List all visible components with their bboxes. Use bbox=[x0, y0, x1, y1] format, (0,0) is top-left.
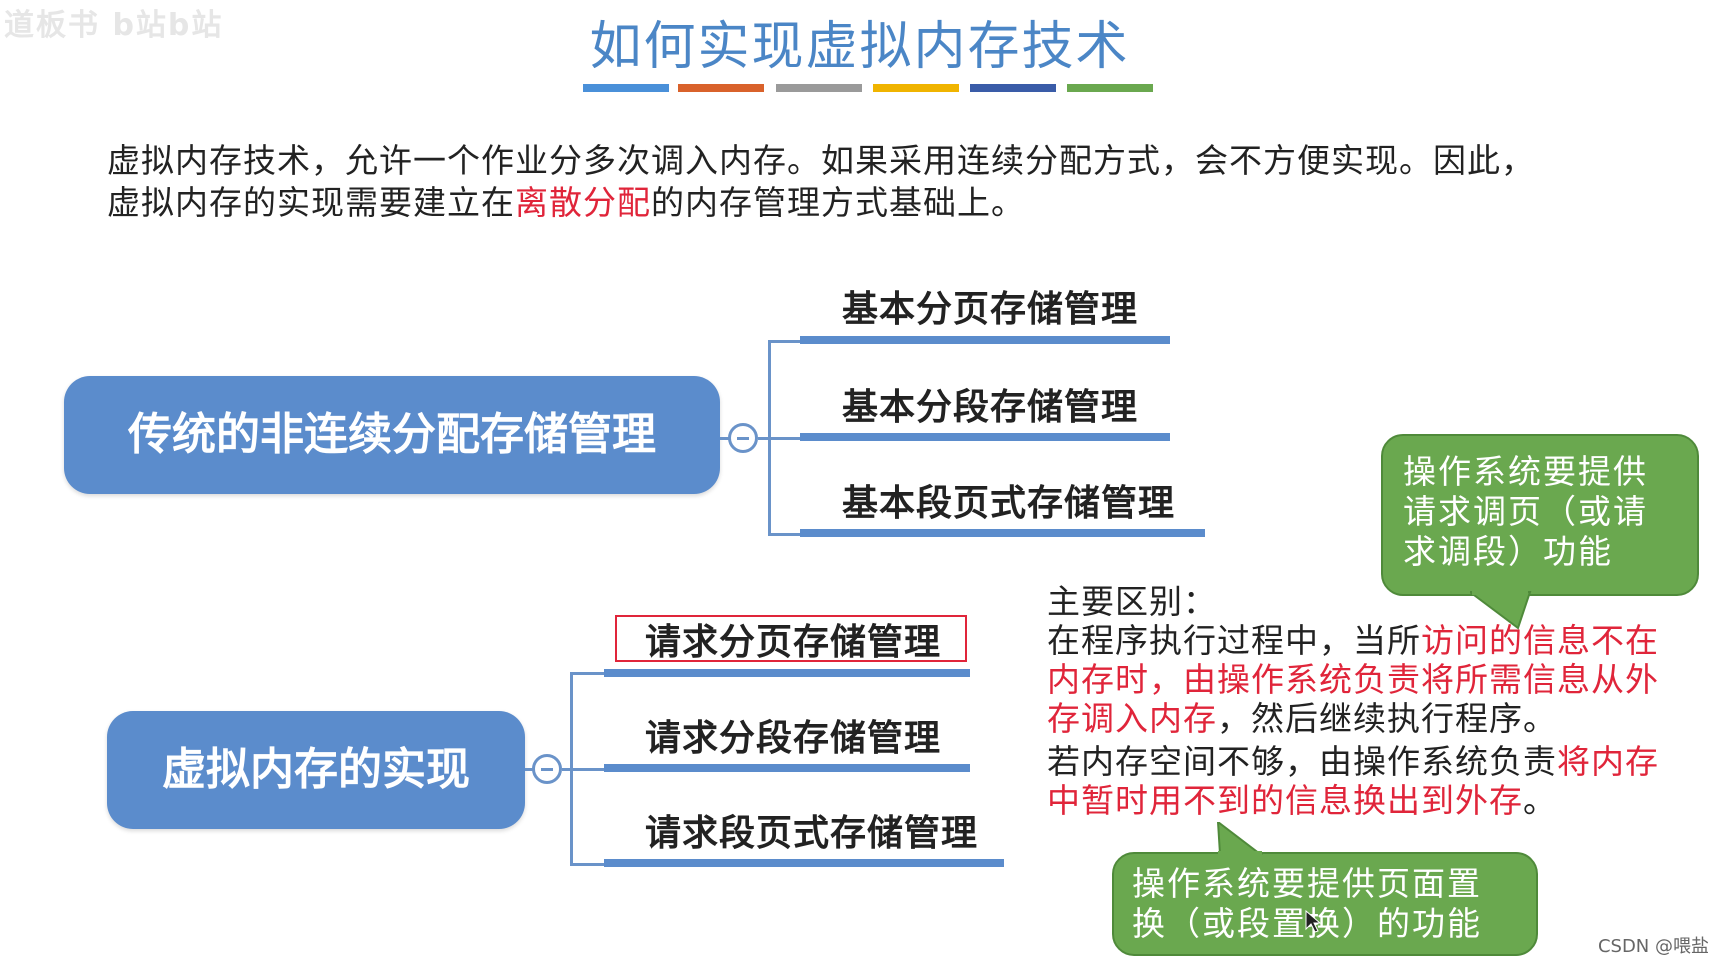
map2-child-2[interactable]: 请求分段存储管理 bbox=[645, 718, 942, 759]
map1-child-2-underline bbox=[800, 433, 1170, 441]
map2-child-3-underline bbox=[604, 859, 1004, 867]
bubble2-pointer bbox=[1216, 822, 1263, 856]
map2-connector bbox=[525, 768, 535, 771]
title-bar-3 bbox=[776, 84, 862, 92]
differences-paragraph-2: 若内存空间不够，由操作系统负责将内存 中暂时用不到的信息换出到外存。 bbox=[1047, 742, 1702, 820]
intro-line-1: 虚拟内存技术，允许一个作业分多次调入内存。如果采用连续分配方式，会不方便实现。因… bbox=[107, 141, 1535, 180]
map1-child-1-underline bbox=[800, 336, 1170, 344]
differences-paragraph-1: 在程序执行过程中，当所访问的信息不在 内存时，由操作系统负责将所需信息从外 存调… bbox=[1047, 621, 1702, 738]
map1-connector bbox=[720, 437, 730, 440]
title-bar-5 bbox=[970, 84, 1056, 92]
p2-text-d: 。 bbox=[1523, 781, 1557, 820]
intro-highlight: 离散分配 bbox=[515, 183, 651, 222]
map1-root-node[interactable]: 传统的非连续分配存储管理 bbox=[64, 376, 720, 494]
title-bar-2 bbox=[678, 84, 764, 92]
map2-child-1-underline bbox=[604, 669, 970, 677]
map2-root-label: 虚拟内存的实现 bbox=[162, 744, 470, 795]
differences-heading: 主要区别： bbox=[1047, 582, 1217, 621]
intro-line-2: 虚拟内存的实现需要建立在离散分配的内存管理方式基础上。 bbox=[107, 182, 1627, 224]
p2-highlight-1: 将内存 bbox=[1557, 742, 1659, 781]
p2-highlight-2: 中暂时用不到的信息换出到外存 bbox=[1047, 781, 1523, 820]
map2-stub-3 bbox=[570, 863, 604, 866]
intro-paragraph: 虚拟内存技术，允许一个作业分多次调入内存。如果采用连续分配方式，会不方便实现。因… bbox=[107, 140, 1627, 224]
map1-child-3-underline bbox=[800, 529, 1205, 537]
slide-title: 如何实现虚拟内存技术 bbox=[589, 17, 1130, 77]
map2-root-node[interactable]: 虚拟内存的实现 bbox=[107, 711, 525, 829]
map2-stub-1 bbox=[570, 672, 604, 675]
map2-child-1[interactable]: 请求分页存储管理 bbox=[645, 622, 942, 663]
bubble1-pointer bbox=[1470, 590, 1532, 630]
bubble1-line-2: 请求调页（或请 bbox=[1403, 492, 1648, 531]
p1-highlight-2: 内存时，由操作系统负责将所需信息从外 bbox=[1047, 660, 1659, 699]
map2-trunk-h bbox=[562, 768, 572, 771]
p2-text-a: 若内存空间不够，由操作系统负责 bbox=[1047, 742, 1557, 781]
map1-child-1[interactable]: 基本分页存储管理 bbox=[842, 289, 1139, 330]
mouse-cursor-icon bbox=[1305, 910, 1321, 933]
map2-child-2-underline bbox=[604, 764, 970, 772]
intro-line-2-after: 的内存管理方式基础上。 bbox=[651, 183, 1025, 222]
bubble2-line-1: 操作系统要提供页面置 bbox=[1132, 864, 1482, 903]
map2-child-1-selection bbox=[615, 615, 967, 662]
map1-stub-3 bbox=[768, 533, 800, 536]
map1-child-2[interactable]: 基本分段存储管理 bbox=[842, 387, 1139, 428]
title-bar-6 bbox=[1067, 84, 1153, 92]
map1-collapse-icon[interactable] bbox=[728, 423, 758, 453]
csdn-credit: CSDN @喂盐 bbox=[1597, 936, 1709, 957]
p1-highlight-3: 存调入内存 bbox=[1047, 699, 1217, 738]
title-bar-1 bbox=[583, 84, 669, 92]
differences-note: 主要区别： 在程序执行过程中，当所访问的信息不在 内存时，由操作系统负责将所需信… bbox=[1047, 582, 1702, 820]
map1-trunk-h bbox=[758, 437, 770, 440]
map2-child-3[interactable]: 请求段页式存储管理 bbox=[645, 813, 979, 854]
callout-bubble-request-paging: 操作系统要提供 请求调页（或请 求调段）功能 bbox=[1381, 434, 1699, 596]
map1-stub-2 bbox=[768, 437, 800, 440]
map1-root-label: 传统的非连续分配存储管理 bbox=[128, 409, 656, 460]
map2-stub-2 bbox=[570, 768, 604, 771]
map2-collapse-icon[interactable] bbox=[532, 754, 562, 784]
bubble2-line-2: 换（或段置换）的功能 bbox=[1132, 904, 1536, 944]
p1-highlight-1: 访问的信息不在 bbox=[1421, 621, 1659, 660]
p1-text-e: ，然后继续执行程序。 bbox=[1217, 699, 1557, 738]
bubble1-line-3: 求调段）功能 bbox=[1403, 532, 1613, 571]
callout-bubble-replacement: 操作系统要提供页面置 换（或段置换）的功能 bbox=[1112, 852, 1538, 956]
map1-child-3[interactable]: 基本段页式存储管理 bbox=[842, 483, 1176, 524]
intro-line-2-before: 虚拟内存的实现需要建立在 bbox=[107, 183, 515, 222]
title-bar-4 bbox=[873, 84, 959, 92]
p1-text-a: 在程序执行过程中，当所 bbox=[1047, 621, 1421, 660]
watermark: 道板书 b站b站 bbox=[4, 8, 224, 43]
bubble1-line-1: 操作系统要提供 bbox=[1403, 452, 1648, 491]
map1-stub-1 bbox=[768, 340, 800, 343]
